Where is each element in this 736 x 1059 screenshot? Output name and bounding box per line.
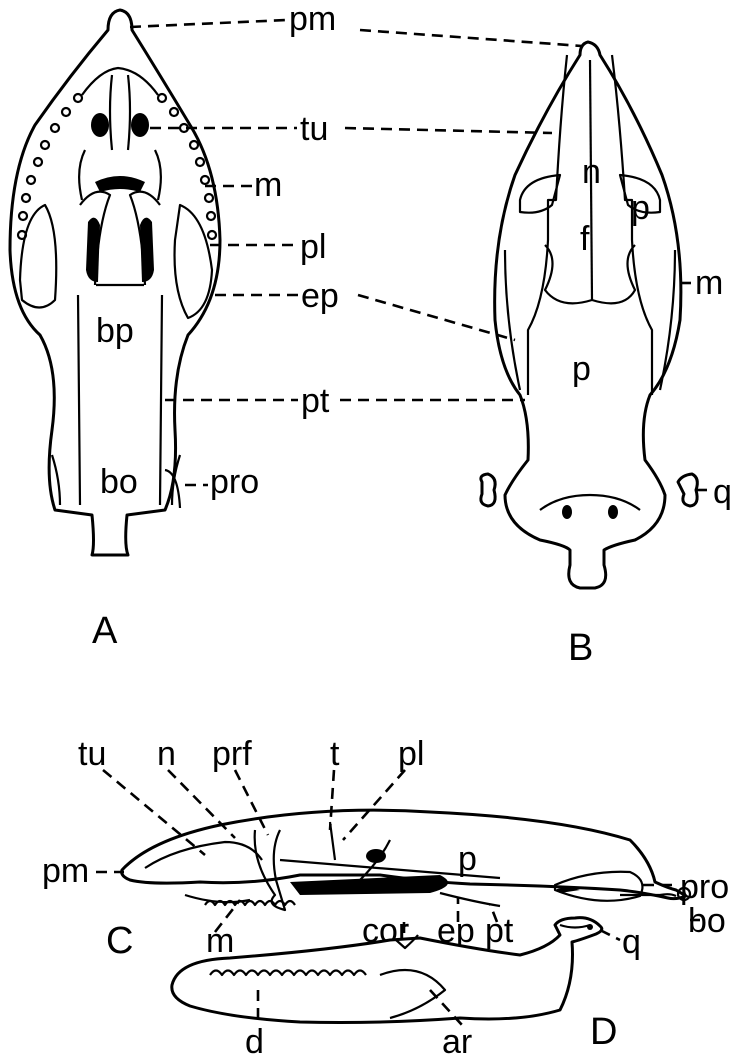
panel-label-c: C bbox=[106, 920, 133, 962]
label-c-pt: pt bbox=[485, 912, 514, 950]
label-c-prf: prf bbox=[212, 735, 252, 773]
label-c-n: n bbox=[157, 735, 176, 773]
label-c-p: p bbox=[458, 840, 477, 878]
label-c-tu: tu bbox=[78, 735, 106, 773]
panel-label-a: A bbox=[92, 610, 118, 652]
label-c-pl: pl bbox=[398, 735, 424, 773]
leader-pm-b bbox=[360, 30, 582, 46]
label-a-bp: bp bbox=[96, 312, 134, 350]
label-b-q: q bbox=[713, 473, 732, 511]
label-b-p: p bbox=[572, 350, 591, 388]
leader-tu-b bbox=[345, 128, 552, 133]
label-d-d: d bbox=[245, 1023, 264, 1059]
label-a-tu: tu bbox=[300, 110, 328, 148]
leader-q-d bbox=[600, 930, 620, 940]
label-d-ar: ar bbox=[442, 1023, 472, 1059]
label-c-m: m bbox=[206, 922, 234, 960]
label-b-p-small: p bbox=[631, 189, 650, 227]
label-b-f: f bbox=[580, 220, 590, 258]
leader-tu-c bbox=[103, 770, 205, 855]
label-c-t: t bbox=[330, 735, 340, 773]
label-b-n: n bbox=[582, 153, 601, 191]
panel-c-skull-lateral bbox=[122, 810, 690, 910]
leader-pm-a bbox=[130, 20, 287, 27]
label-b-m: m bbox=[695, 264, 723, 302]
label-c-pro: pro bbox=[680, 868, 729, 906]
label-a-bo: bo bbox=[100, 463, 138, 501]
leader-ep-b bbox=[358, 295, 515, 340]
label-a-pl: pl bbox=[300, 228, 326, 266]
leader-n-c bbox=[168, 770, 235, 838]
panel-label-b: B bbox=[568, 627, 593, 669]
label-a-pro: pro bbox=[210, 463, 259, 501]
panel-b-skull-dorsal bbox=[481, 42, 697, 588]
label-d-q: q bbox=[622, 923, 641, 961]
label-c-pm: pm bbox=[42, 852, 89, 890]
label-a-ep: ep bbox=[301, 277, 339, 315]
panel-label-d: D bbox=[590, 1011, 617, 1053]
label-a-pt: pt bbox=[301, 382, 330, 420]
label-a-pm: pm bbox=[289, 0, 336, 38]
label-a-m: m bbox=[254, 166, 282, 204]
